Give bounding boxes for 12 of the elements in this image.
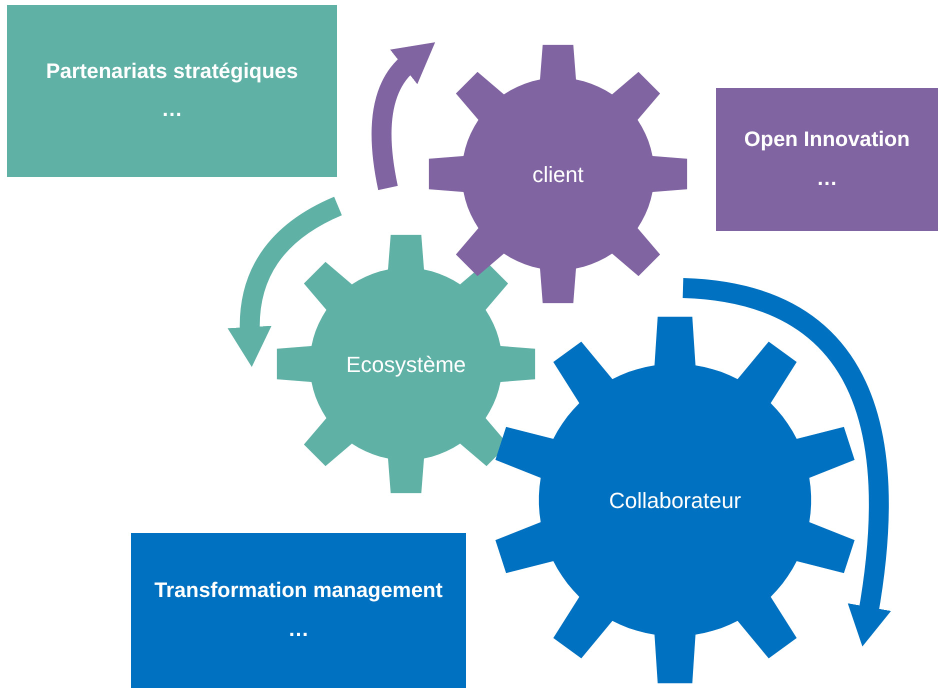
box-heading: Transformation management	[154, 578, 443, 604]
gear-label: Ecosystème	[346, 350, 466, 379]
box-heading: Partenariats stratégiques	[46, 58, 298, 85]
gear-label: client	[532, 160, 584, 188]
text-box	[131, 533, 466, 688]
box-heading: Open Innovation	[744, 127, 910, 154]
text-box	[7, 5, 337, 177]
text-box	[716, 88, 938, 231]
gear-label: Collaborateur	[608, 486, 742, 514]
box-text: …	[816, 166, 838, 192]
box-text: …	[162, 97, 182, 123]
box-text: …	[288, 616, 309, 642]
